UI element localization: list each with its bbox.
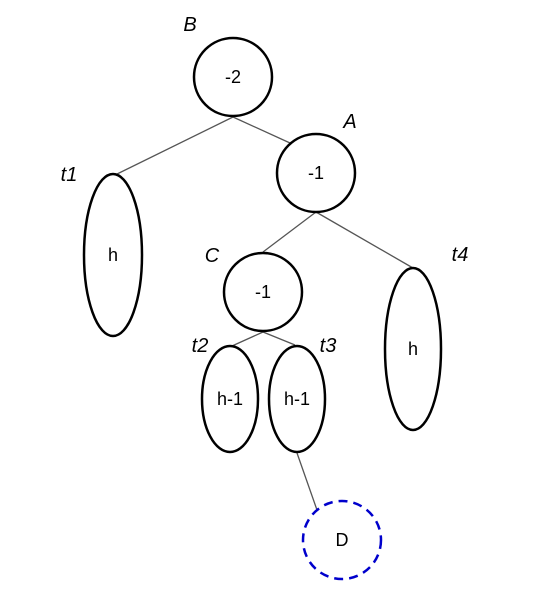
subtree-t2-height: h-1 — [217, 389, 243, 409]
tree-edges — [112, 116, 414, 511]
edge-a-t4 — [315, 211, 414, 269]
subtree-t4-label: t4 — [452, 244, 469, 266]
subtree-t4-height: h — [408, 339, 418, 359]
node-b-label: B — [183, 14, 196, 36]
subtree-t1: h t1 — [61, 164, 144, 338]
subtree-t3: h-1 t3 — [267, 335, 337, 454]
node-d: D — [301, 499, 383, 581]
node-c-circle — [222, 251, 304, 333]
subtree-t3-ellipse — [267, 344, 327, 454]
node-c: -1 C — [205, 245, 304, 333]
node-d-value: D — [336, 530, 349, 550]
subtree-t4: h t4 — [383, 244, 469, 432]
subtree-t4-ellipse — [383, 266, 443, 432]
subtree-t2-ellipse — [200, 344, 260, 454]
edge-a-c — [262, 211, 317, 253]
edge-t3-d — [296, 452, 318, 511]
node-c-label: C — [205, 245, 220, 267]
node-a-value: -1 — [308, 163, 324, 183]
node-b-value: -2 — [225, 67, 241, 87]
node-b: -2 B — [183, 14, 274, 118]
subtree-t3-label: t3 — [320, 335, 337, 357]
subtree-t3-height: h-1 — [284, 389, 310, 409]
subtree-t2-label: t2 — [192, 335, 209, 357]
node-d-circle — [301, 499, 383, 581]
node-c-value: -1 — [255, 282, 271, 302]
edge-b-a — [232, 116, 291, 144]
subtree-t1-height: h — [108, 245, 118, 265]
node-a-label: A — [342, 111, 356, 133]
subtree-t1-ellipse — [82, 172, 144, 338]
node-a: -1 A — [275, 111, 357, 214]
node-a-circle — [275, 132, 357, 214]
node-b-circle — [192, 36, 274, 118]
edge-b-t1 — [112, 116, 234, 177]
subtree-t1-label: t1 — [61, 164, 78, 186]
edge-c-t3 — [262, 331, 296, 346]
edge-c-t2 — [231, 331, 264, 347]
subtree-t2: h-1 t2 — [192, 335, 260, 454]
